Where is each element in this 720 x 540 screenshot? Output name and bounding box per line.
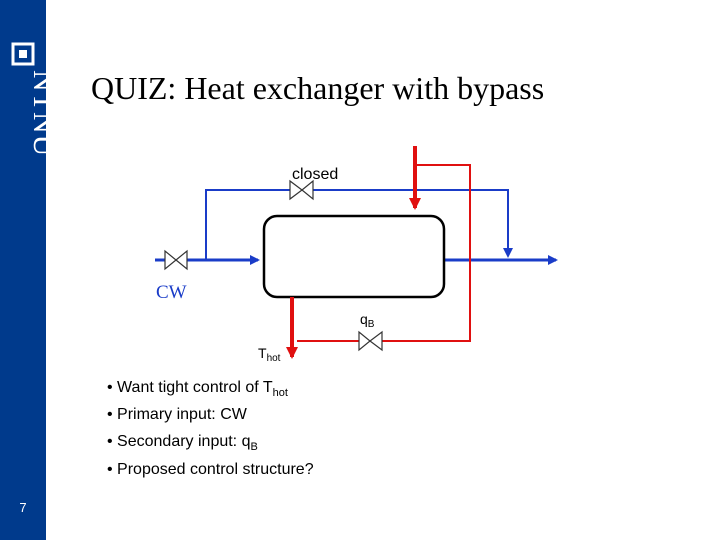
bullet-text: • Primary input: CW <box>107 406 247 424</box>
cw-valve <box>164 249 188 271</box>
hot-bypass-line <box>297 164 471 342</box>
bullet-item: • Secondary input: qB <box>107 431 314 458</box>
page-number: 7 <box>19 500 27 515</box>
thot-label-sub: hot <box>267 353 281 364</box>
bullet-list: • Want tight control of Thot • Primary i… <box>107 377 314 486</box>
sidebar: NTNU 7 <box>0 0 46 540</box>
qb-valve <box>358 330 383 352</box>
heat-exchanger <box>262 214 446 299</box>
thot-label: Thot <box>258 345 281 364</box>
thot-label-main: T <box>258 345 267 361</box>
bullet-item: • Primary input: CW <box>107 404 314 431</box>
qb-label-sub: B <box>368 319 375 330</box>
bullet-item: • Proposed control structure? <box>107 459 314 486</box>
ntnu-logo: NTNU <box>11 42 46 157</box>
logo-text: NTNU <box>27 70 46 157</box>
bypass-valve-label: closed <box>292 166 338 183</box>
bullet-text: • Want tight control of T <box>107 379 273 396</box>
bullet-text: • Secondary input: q <box>107 433 251 451</box>
bullet-text: • Proposed control structure? <box>107 460 314 478</box>
cold-bypass-line <box>205 189 513 260</box>
bypass-valve <box>289 179 314 201</box>
bullet-item: • Want tight control of Thot <box>107 377 314 404</box>
bullet-subscript: hot <box>272 387 288 400</box>
bullet-subscript: B <box>250 441 258 454</box>
slide-title: QUIZ: Heat exchanger with bypass <box>91 70 545 106</box>
qb-label-main: q <box>360 311 368 327</box>
qb-label: qB <box>360 311 375 330</box>
cw-label: CW <box>156 282 187 303</box>
